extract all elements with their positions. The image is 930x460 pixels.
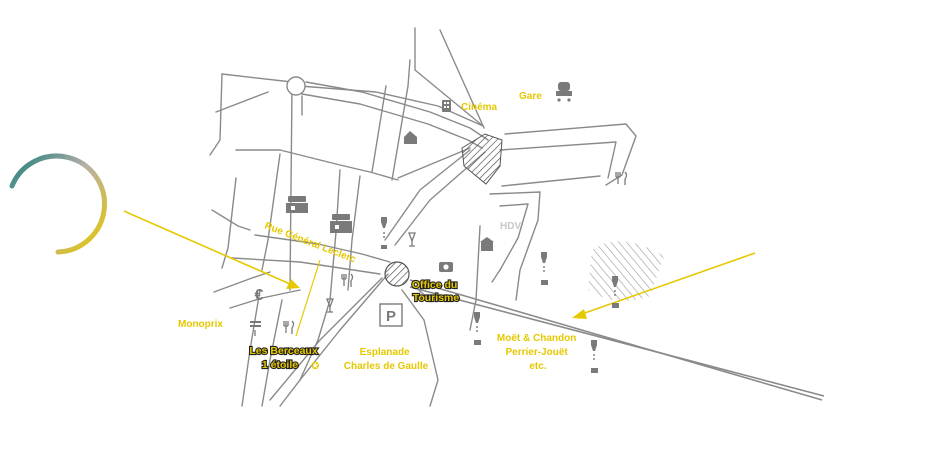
decorative-ring <box>9 153 107 255</box>
pointer-line-berceaux <box>295 259 321 337</box>
champagne-bottle-icon-5 <box>591 340 598 373</box>
label-gare: Gare <box>519 91 542 102</box>
label-moet-chandon: Moët & Chandon Perrier-Jouët etc. <box>497 333 579 372</box>
camera-icon <box>439 262 453 272</box>
road-network <box>209 27 825 407</box>
label-monoprix: Monoprix <box>178 319 223 330</box>
svg-text:P: P <box>386 308 396 325</box>
restaurant-icon-west <box>341 273 354 287</box>
label-cinema: Cinéma <box>461 102 498 113</box>
euro-icon: € <box>255 287 264 304</box>
arrow-west <box>123 210 300 289</box>
wine-glass-icon-north <box>408 232 416 247</box>
hotel-icon-1 <box>286 196 308 213</box>
townhall-icon <box>480 237 494 251</box>
label-hdv: HDV <box>500 221 521 232</box>
champagne-bottle-icon-4 <box>474 312 481 345</box>
church-icon <box>404 131 417 144</box>
vineyard-hatched-area <box>588 241 664 301</box>
star-icon: ✪ <box>311 361 319 372</box>
label-les-berceaux: Les Berceaux 1 étoile <box>249 345 320 371</box>
roundabout-north <box>286 76 306 96</box>
arrow-east <box>572 252 756 319</box>
champagne-bottle-icon-3 <box>612 276 619 308</box>
cinema-icon <box>442 100 451 112</box>
parking-icon: P <box>379 303 403 327</box>
restaurant-icon-east <box>615 171 628 185</box>
champagne-bottle-icon-1 <box>381 217 387 249</box>
label-esplanade: Esplanade Charles de Gaulle <box>344 347 429 372</box>
champagne-bottle-icon-2 <box>541 252 548 285</box>
station-hatched-area <box>461 133 503 185</box>
label-office-du-tourisme: Office du Tourisme <box>412 279 460 304</box>
restaurant-icon-southwest <box>283 320 295 334</box>
shop-icon <box>250 321 261 336</box>
wine-glass-icon-south <box>326 298 334 313</box>
tourist-office-roundabout <box>384 261 410 287</box>
train-icon <box>556 82 572 102</box>
hotel-icon-2 <box>330 214 352 233</box>
